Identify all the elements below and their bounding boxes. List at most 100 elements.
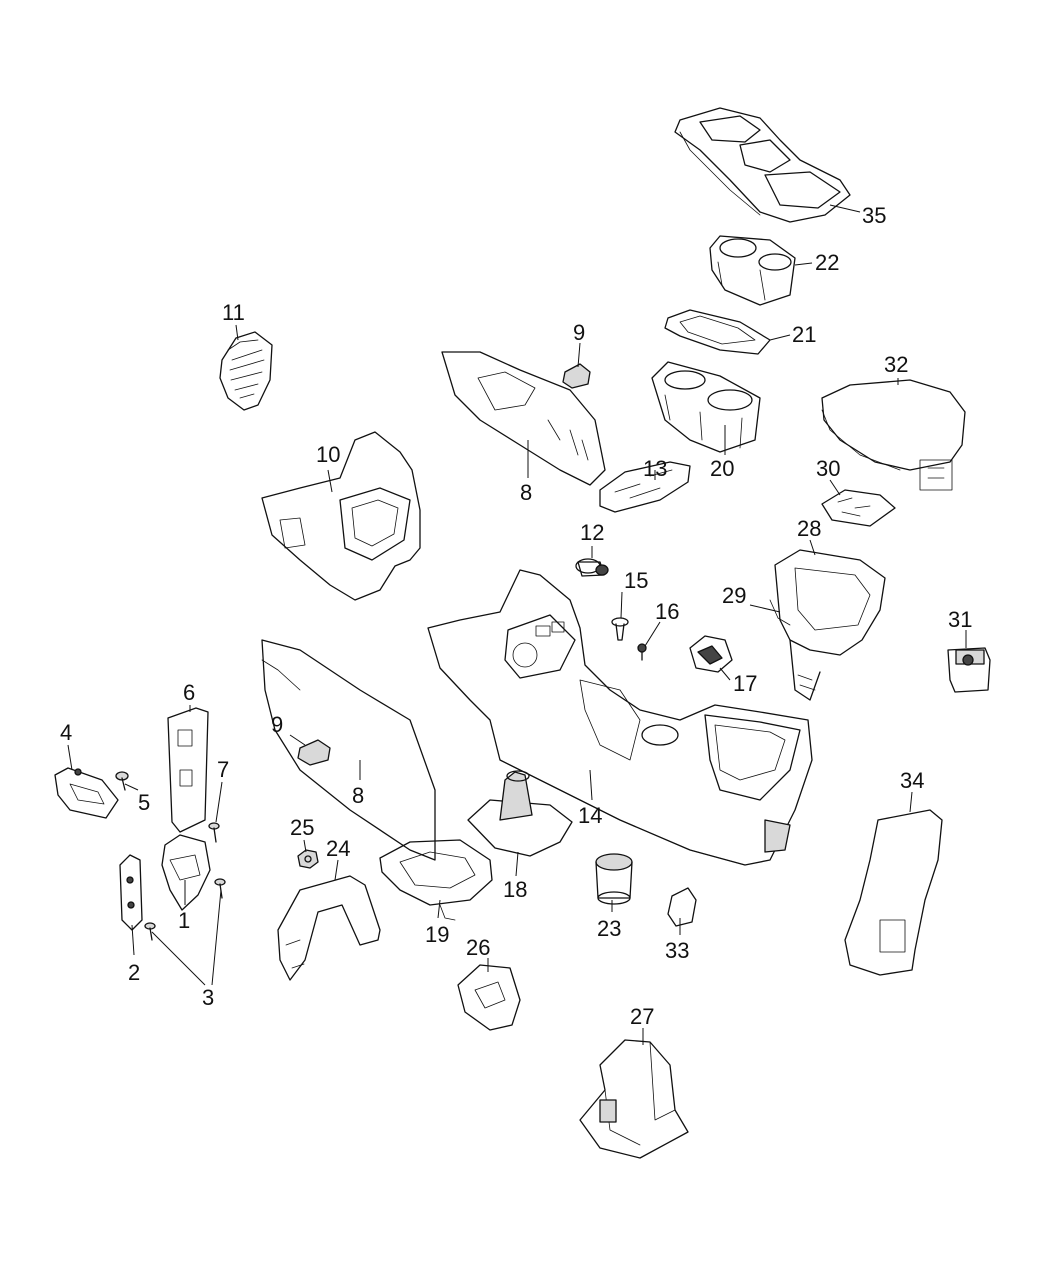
leader-22 [794,262,813,266]
part-26-shifter-bracket [457,964,521,1031]
leader-30 [829,479,841,496]
leader-16 [644,621,661,647]
part-30-lid-hinge-plate [821,489,896,527]
leader-9a [577,342,581,368]
leader-29 [749,604,781,613]
part-21-cupholder-mat [664,309,771,355]
part-1-bracket [161,834,211,911]
callout-34: 34 [900,768,924,793]
callout-29: 29 [722,583,746,608]
part-8-console-side-panel-lower [261,639,436,861]
part-28-storage-bin [769,549,886,701]
callout-33: 33 [665,938,689,963]
callout-26: 26 [466,935,490,960]
part-14-center-console-base [427,569,813,866]
part-15-push-pin [611,617,629,641]
callout-12: 12 [580,520,604,545]
callout-1: 1 [178,908,190,933]
callout-labels: 1 2 3 4 5 6 7 8 8 9 9 10 11 12 13 14 15 … [60,203,972,1029]
callout-9-lower: 9 [271,712,283,737]
callout-22: 22 [815,250,839,275]
part-17-switch-module [689,635,733,673]
part-31-usb-hub [947,647,991,693]
leader-25 [303,839,307,853]
leader-28 [809,539,816,556]
callout-11: 11 [222,300,245,325]
part-22-cupholder-insert [709,235,796,306]
part-24-console-support-bracket [277,875,381,981]
part-23-cup-insert [595,853,633,905]
callout-18: 18 [503,877,527,902]
callout-15: 15 [624,568,648,593]
leader-lines [67,204,967,1045]
leader-21 [769,334,791,341]
part-8-console-side-panel-upper [441,351,606,486]
part-27-shifter-mechanism [579,1039,689,1159]
leader-9b [289,734,306,746]
callout-4: 4 [60,720,72,745]
part-11-air-vent [219,331,273,411]
part-2-bracket [119,854,143,931]
leader-34 [909,791,913,813]
leader-17 [719,667,731,681]
leader-4 [67,744,73,771]
leader-11 [235,324,239,341]
leader-2 [131,924,135,956]
part-13-trim-plate [599,461,691,513]
callout-9-upper: 9 [573,320,585,345]
callout-16: 16 [655,599,679,624]
callout-17: 17 [733,671,757,696]
callout-25: 25 [290,815,314,840]
part-33-cover [667,887,697,927]
callout-3: 3 [202,985,214,1010]
callout-10: 10 [316,442,340,467]
callout-2: 2 [128,960,140,985]
callout-19: 19 [425,922,449,947]
leader-3b [211,889,222,986]
leader-5 [124,783,139,791]
callout-32: 32 [884,352,908,377]
part-3-screw-b [214,878,226,899]
callout-13: 13 [643,456,667,481]
leader-3a [151,931,206,986]
callout-28: 28 [797,516,821,541]
callout-21: 21 [792,322,816,347]
part-34-rear-end-cap [844,809,943,976]
part-25-nut [297,849,319,869]
callout-8-upper: 8 [520,480,532,505]
callout-35: 35 [862,203,886,228]
part-32-armrest-lid [821,379,966,491]
part-7-screw [208,822,220,843]
part-19-shifter-bezel [379,839,493,921]
part-16-screw [637,643,647,661]
callout-30: 30 [816,456,840,481]
callout-14: 14 [578,803,602,828]
part-4-mounting-bracket [54,767,119,819]
leader-15 [620,591,623,619]
callout-5: 5 [138,790,150,815]
leader-19 [437,899,441,919]
callout-20: 20 [710,456,734,481]
leader-14 [589,769,593,801]
callout-8-lower: 8 [352,783,364,808]
part-35-console-top-bezel [674,107,851,223]
callout-23: 23 [597,916,621,941]
part-9-clip-lower [297,739,331,766]
part-9-clip-upper [562,363,591,389]
part-18-shift-boot [467,770,573,857]
callout-27: 27 [630,1004,654,1029]
part-12-power-outlet [575,558,609,577]
callout-31: 31 [948,607,972,632]
leader-24 [334,859,339,881]
callout-24: 24 [326,836,350,861]
part-5-bolt [115,771,129,791]
part-6-bracket [167,707,209,833]
leader-18 [515,851,519,877]
leader-10 [327,469,333,493]
callout-6: 6 [183,680,195,705]
part-20-cupholder-housing [651,361,761,453]
leader-7 [215,781,223,823]
part-3-screw-a [144,922,156,941]
callout-7: 7 [217,757,229,782]
